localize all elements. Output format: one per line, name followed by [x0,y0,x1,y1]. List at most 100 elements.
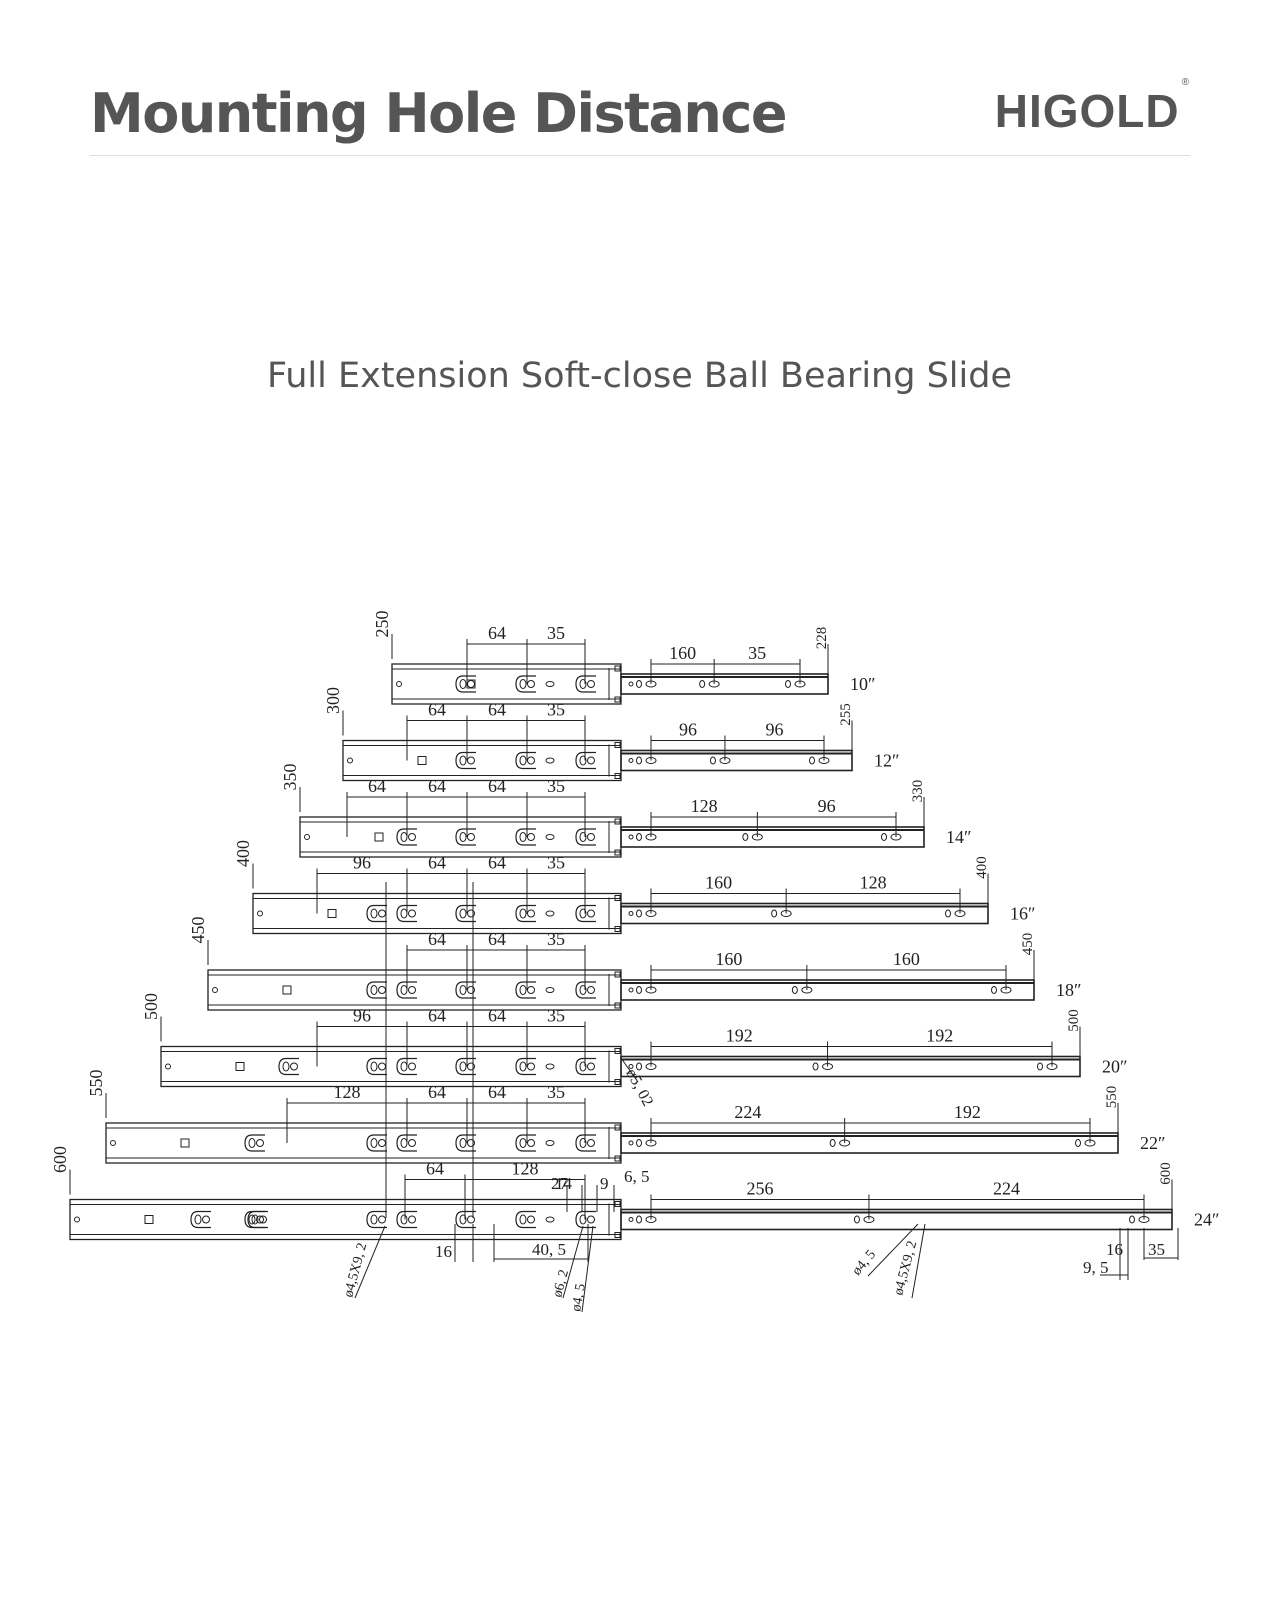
hole-icon [519,679,527,689]
cabinet-dim-label: 35 [547,853,565,873]
slot-hook-icon [515,828,536,846]
hole-icon [347,757,353,764]
hole-62-label: ø6, 2 [550,1268,572,1299]
brand-name: HIGOLD [994,85,1180,137]
hole-icon [110,1140,116,1146]
cabinet-dim-label: 128 [334,1082,361,1102]
hole-icon [881,833,887,841]
drawer-dim-label: 96 [679,720,697,740]
slot-icon [545,1063,555,1070]
hole-icon [991,986,997,994]
hole-icon [256,1139,264,1147]
hole-icon [699,680,706,688]
slot-hook-icon [515,751,536,770]
latch-stop-icon [614,971,621,978]
cabinet-dim-label: 64 [428,929,446,949]
hole-icon [636,1062,642,1071]
slot-hook-icon [244,1134,265,1152]
slot-hook-icon [575,981,596,999]
drawer-end-dim-label: 600 [1158,1162,1174,1185]
slide-inch-label: 20″ [1102,1057,1128,1077]
hole-icon [636,756,642,765]
hole-icon [519,908,527,919]
drawer-dim-label: 256 [746,1179,773,1199]
drawer-dim-label: 192 [954,1102,981,1122]
drawer-end-dim-label: 550 [1104,1086,1120,1109]
drawer-dim-label: 160 [715,949,742,969]
hole-icon [459,985,467,995]
latch-stop-icon [614,1155,621,1162]
cabinet-dim-label: 64 [488,929,506,949]
slide-inch-label: 14″ [946,827,972,847]
cabinet-dim-label: 64 [368,776,386,796]
hole-icon [636,680,642,688]
slide-length-label: 300 [323,687,343,714]
cabinet-dim-label: 64 [488,1082,506,1102]
hole-icon [378,1139,386,1147]
slot-hook-icon [244,1210,265,1229]
drawer-dim-label: 192 [926,1026,953,1046]
latch-stop-icon [614,926,621,932]
drawer-dim-label: 160 [705,873,732,893]
dim-16-left-label: 16 [435,1242,452,1261]
cabinet-dim-label: 64 [428,700,446,720]
cabinet-dim-label: 64 [488,776,506,796]
cabinet-dim-label: 64 [428,776,446,796]
hole-icon [251,1214,259,1225]
slide-inch-label: 22″ [1140,1133,1166,1153]
hole-icon [378,1215,386,1224]
hole-icon [400,908,408,919]
hole-icon [304,834,310,840]
square-hole-icon [144,1215,154,1224]
hole-icon [1129,1215,1135,1224]
hole-icon [519,832,527,842]
slot-hook-icon [190,1210,211,1229]
hole-icon [212,987,218,993]
cabinet-dim-label: 35 [547,623,565,643]
hole-icon [467,833,475,841]
slot-icon [545,1216,555,1223]
slide-length-label: 400 [233,840,253,867]
latch-stop-icon [614,849,621,856]
hole-icon [628,987,634,993]
hole-icon [400,985,408,995]
drawer-dim-label: 224 [734,1102,761,1122]
hole-icon [579,679,587,689]
brand-logo: HIGOLD® [994,77,1190,138]
latch-stop-icon [614,1048,621,1054]
cabinet-dim-label: 64 [428,853,446,873]
hole-icon [628,1140,634,1146]
slot-hook-icon [455,981,476,999]
hole-45x92-right-label: ø4,5X9, 2 [891,1239,920,1297]
drawer-dim-label: 96 [818,796,836,816]
hole-icon [519,755,527,766]
cabinet-rail [160,1045,622,1088]
hole-icon [282,1061,290,1072]
latch-stop-icon [614,665,621,672]
hole-icon [202,1215,210,1224]
hole-icon [248,1214,256,1225]
drawer-rail [620,673,829,695]
hole-icon [370,1138,378,1148]
hole-icon [628,834,634,840]
slot-hook-icon [366,1134,387,1152]
hole-icon [259,1215,267,1224]
latch-stop-icon [614,1002,621,1009]
hole-icon [519,1061,527,1072]
hole-icon [636,1139,642,1147]
drawer-rail [620,1132,1119,1154]
hole-icon [459,1061,467,1072]
hole-icon [408,1139,416,1147]
hole-icon [527,680,535,688]
hole-icon [194,1214,202,1225]
hole-icon [579,985,587,995]
square-hole-icon [235,1062,245,1071]
hole-icon [519,985,527,995]
hole-icon [527,1139,535,1147]
hole-icon [519,1138,527,1148]
latch-stop-icon [614,1201,621,1207]
latch-stop-icon [614,773,621,779]
